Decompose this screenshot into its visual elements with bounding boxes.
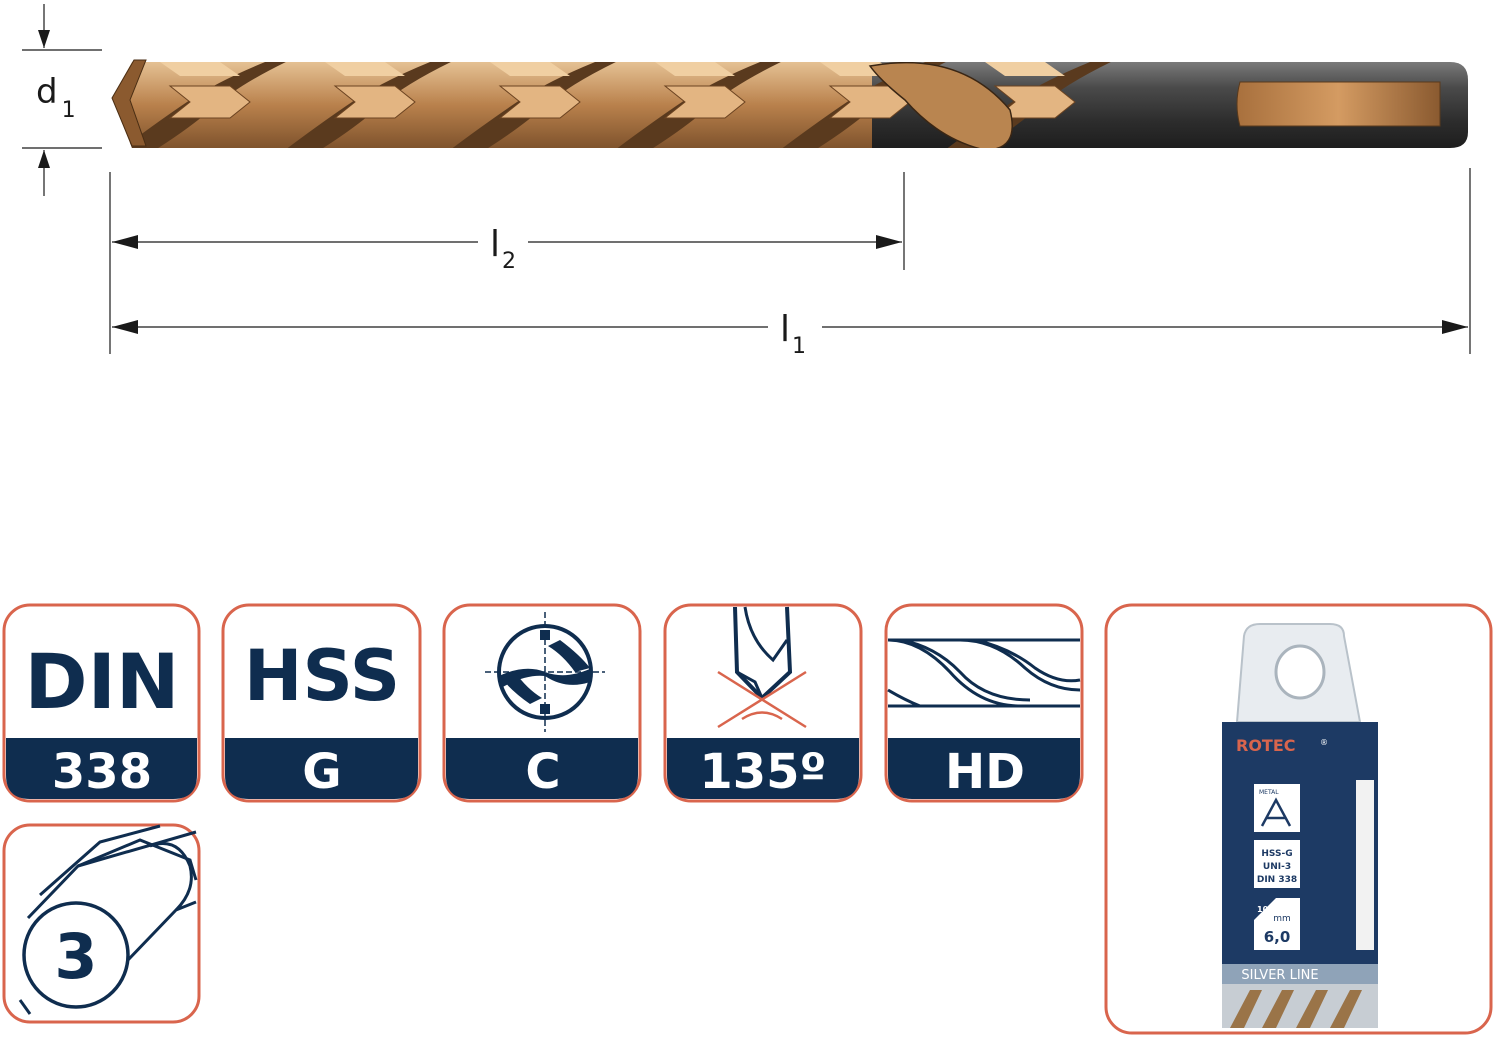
flute-land (325, 62, 405, 76)
package-spec-3: DIN 338 (1257, 875, 1297, 885)
badge-type-value: HD (945, 744, 1025, 800)
flute-land (160, 62, 240, 76)
badge-cut-value: C (525, 744, 560, 800)
package-registered: ® (1320, 738, 1328, 747)
point-angle-icon (717, 606, 807, 729)
package-image: ROTEC ® METAL HSS-G UNI-3 DIN 338 10x mm… (1222, 623, 1378, 1028)
drill-bit-illustration (111, 59, 1468, 148)
flute-land (985, 62, 1065, 76)
badge-shank: 3 (2, 823, 201, 1024)
package-brand: ROTEC (1236, 736, 1296, 755)
package-unit: mm (1273, 914, 1291, 924)
badge-hss-title: HSS (244, 635, 400, 717)
package-count: 10x (1257, 905, 1274, 914)
badge-hss: HSS G (221, 603, 422, 803)
drill-tip (111, 59, 147, 147)
drill-flutes (120, 62, 1115, 148)
flute-margin (498, 85, 581, 119)
package-metal-label: METAL (1259, 789, 1279, 796)
dim-label-l2: l2 (490, 224, 516, 274)
badge-cut: C (442, 603, 642, 803)
flute-margin (663, 85, 746, 119)
package-spec-2: UNI-3 (1263, 862, 1291, 872)
metal-icon (1260, 797, 1292, 827)
package-spec-1: HSS-G (1261, 849, 1292, 859)
dim-label-l1: l1 (780, 309, 806, 359)
cross-section-icon (485, 612, 605, 732)
badge-hss-value: G (302, 744, 341, 800)
flute-margin (333, 85, 416, 119)
badge-din: DIN 338 (2, 603, 201, 803)
package-size: 6,0 (1264, 928, 1291, 946)
package-line-name: SILVER LINE (1241, 968, 1318, 983)
badge-shank-value: 3 (54, 920, 97, 993)
flute-margin (168, 85, 251, 119)
badge-angle-value: 135º (699, 744, 826, 800)
helix-icon (887, 638, 1081, 708)
badge-din-title: DIN (25, 637, 180, 726)
badge-type: HD (884, 603, 1084, 803)
flute-land (655, 62, 735, 76)
flute-land (490, 62, 570, 76)
badge-angle: 135º (663, 603, 863, 803)
hex-shank-icon (18, 824, 198, 1015)
flute-margin (993, 85, 1076, 119)
badge-din-value: 338 (52, 744, 152, 800)
dimension-arrows (38, 30, 1468, 334)
shank-flat (1236, 81, 1441, 127)
dimension-lines (22, 4, 1471, 354)
